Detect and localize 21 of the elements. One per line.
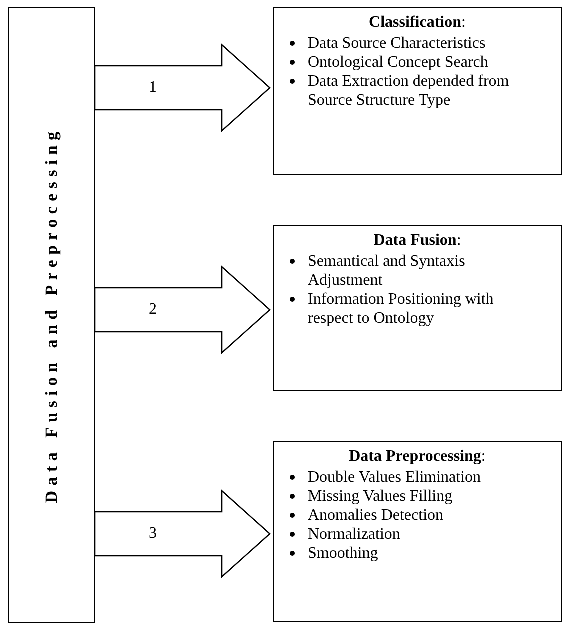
box-heading: Data Preprocessing:: [348, 448, 487, 466]
block-arrow: [94, 490, 271, 578]
bullet-item: Data Extraction depended from Source Structure Type: [308, 72, 510, 110]
bullet-item: Ontological Concept Search: [308, 53, 488, 72]
rotated-title: Data Fusion and Preprocessing: [42, 126, 62, 504]
box-heading: Data Fusion:: [372, 232, 462, 250]
process-box: [8, 7, 95, 623]
bullet-item: Double Values Elimination: [308, 468, 482, 487]
bullet-item: Normalization: [308, 525, 400, 544]
bullet-item: Smoothing: [308, 544, 378, 563]
process-box: [273, 441, 562, 622]
bullet-item: Semantical and Syntaxis Adjustment: [308, 252, 466, 290]
process-box: [273, 225, 562, 391]
process-box: [273, 7, 562, 175]
block-arrow: [94, 266, 271, 354]
box-heading: Classification:: [368, 14, 467, 32]
bullet-item: Anomalies Detection: [308, 506, 444, 525]
bullet-item: Missing Values Filling: [308, 487, 453, 506]
block-arrow: [94, 44, 271, 132]
bullet-item: Data Source Characteristics: [308, 34, 486, 53]
bullet-item: Information Positioning with respect to Ontology: [308, 290, 495, 328]
